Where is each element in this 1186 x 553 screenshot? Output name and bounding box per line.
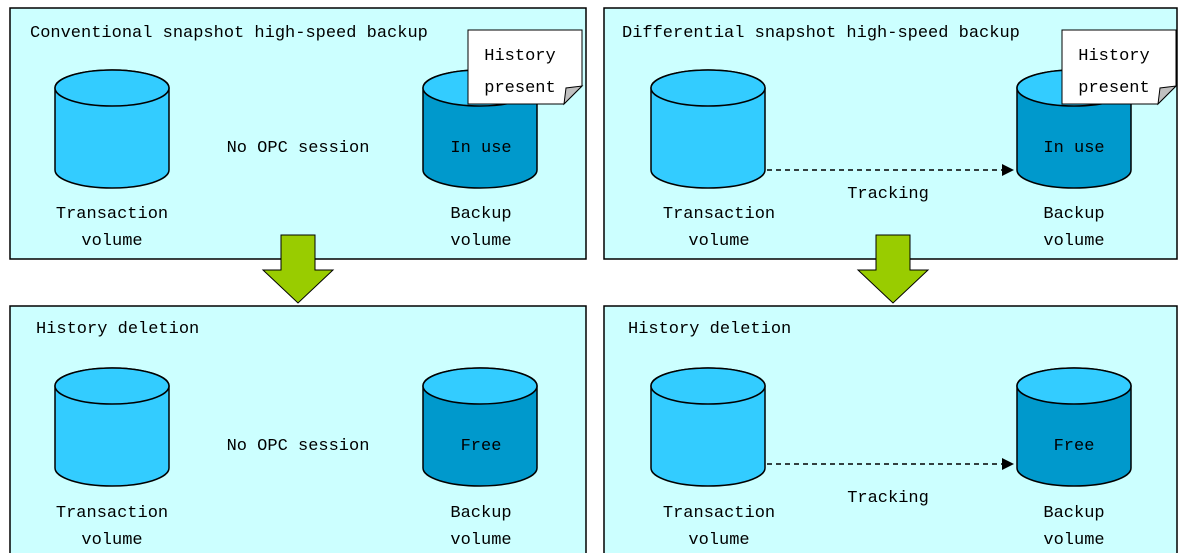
backup-state-label: Free [461,437,502,456]
transaction-volume-label: Transaction [663,205,775,224]
backup-volume-label: Backup [1043,504,1104,523]
tracking-text: Tracking [847,489,929,508]
backup-volume-label-line2: volume [1043,531,1104,550]
backup-volume-label: Backup [450,504,511,523]
transaction-volume-label: Transaction [56,205,168,224]
transaction-volume-cylinder [54,69,170,189]
transaction-volume-label: Transaction [56,504,168,523]
tracking-text: Tracking [847,185,929,204]
history-present-note-text-line2: present [484,79,555,98]
transaction-volume-label-line2: volume [81,531,142,550]
backup-state-label: Free [1054,437,1095,456]
panel-top-right-title: Differential snapshot high-speed backup [622,24,1020,43]
backup-state-label: In use [1043,139,1104,158]
history-present-note: History present [467,29,584,106]
history-present-note-text: History [1078,47,1149,66]
transaction-volume-label-line2: volume [81,232,142,251]
backup-volume-label-line2: volume [1043,232,1104,251]
panel-bottom-right: History deletion Transaction volume Trac… [603,305,1178,553]
backup-volume-cylinder [422,367,538,487]
backup-volume-label: Backup [1043,205,1104,224]
transaction-volume-cylinder [650,69,766,189]
panel-top-left-title: Conventional snapshot high-speed backup [30,24,428,43]
transaction-volume-label-line2: volume [688,531,749,550]
down-arrow-right [856,234,930,304]
backup-volume-label-line2: volume [450,531,511,550]
transaction-volume-cylinder [650,367,766,487]
panel-top-left: Conventional snapshot high-speed backup … [9,7,587,260]
panel-bottom-left-title: History deletion [36,320,199,339]
backup-volume-label: Backup [450,205,511,224]
history-present-note: History present [1061,29,1178,106]
panel-bottom-left: History deletion Transaction volume No O… [9,305,587,553]
transaction-volume-label-line2: volume [688,232,749,251]
backup-state-label: In use [450,139,511,158]
panel-top-right: Differential snapshot high-speed backup … [603,7,1178,260]
backup-volume-cylinder [1016,367,1132,487]
no-opc-session-text: No OPC session [227,139,370,158]
down-arrow-left [261,234,335,304]
transaction-volume-cylinder [54,367,170,487]
panel-bottom-right-title: History deletion [628,320,791,339]
no-opc-session-text: No OPC session [227,437,370,456]
transaction-volume-label: Transaction [663,504,775,523]
history-present-note-text-line2: present [1078,79,1149,98]
history-present-note-text: History [484,47,555,66]
backup-volume-label-line2: volume [450,232,511,251]
